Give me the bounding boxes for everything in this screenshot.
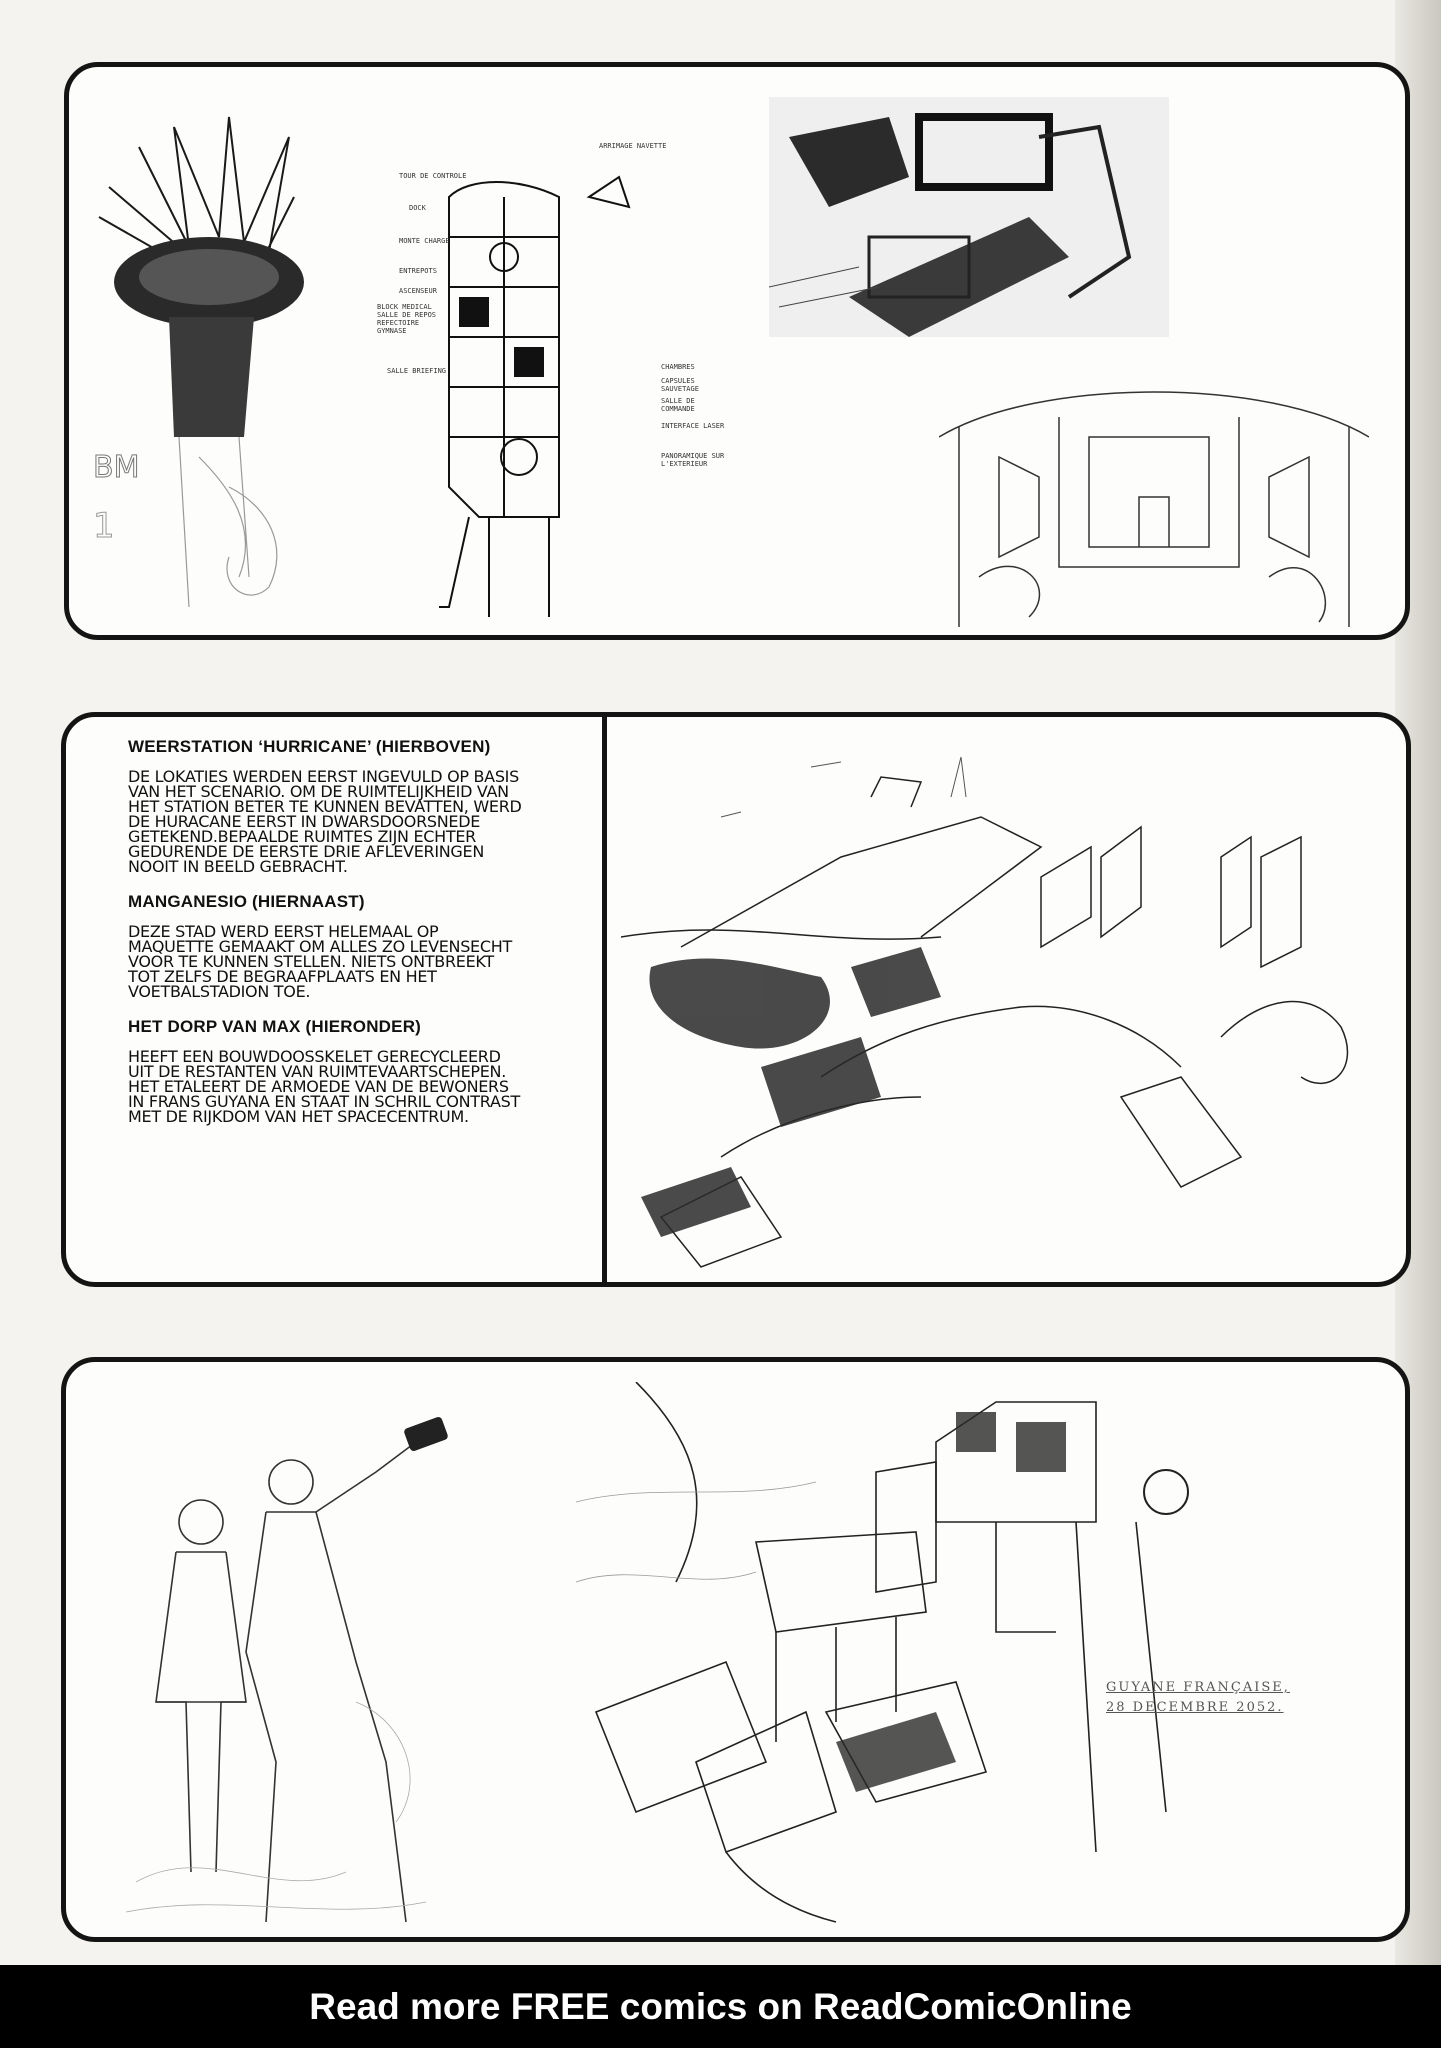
panel-divider [602, 717, 607, 1282]
label-command-room: SALLE DE COMMANDE [661, 397, 695, 413]
section-body-manganesio: DEZE STAD WERD EERST HELEMAAL OP MAQUETT… [128, 922, 512, 1001]
svg-text:BM: BM [93, 450, 139, 485]
max-village-sketch [576, 1382, 1376, 1932]
label-freight-lift: MONTE CHARGE [399, 237, 450, 245]
handwritten-place: GUYANE FRANÇAISE, [1106, 1680, 1290, 1695]
panel-max-village: GUYANE FRANÇAISE, 28 DECEMBRE 2052. [61, 1357, 1410, 1942]
text-column: WEERSTATION ‘HURRICANE’ (HIERBOVEN) DE L… [66, 717, 602, 1282]
hangar-sketch [769, 97, 1169, 337]
label-briefing-room: SALLE BRIEFING [387, 367, 447, 375]
panel-weather-station: BM 1 TOUR DE CONTROLE DOCK MONTE CHARGE … [64, 62, 1410, 640]
station-cutaway-diagram [409, 137, 649, 617]
label-laser-interface: INTERFACE LASER [661, 422, 725, 430]
promo-banner[interactable]: Read more FREE comics on ReadComicOnline [0, 1965, 1441, 2048]
label-dock: DOCK [409, 204, 426, 212]
handwritten-date: 28 DECEMBRE 2052. [1106, 1700, 1284, 1715]
panel-text-and-city: WEERSTATION ‘HURRICANE’ (HIERBOVEN) DE L… [61, 712, 1411, 1287]
section-body-hurricane: DE LOKATIES WERDEN EERST INGEVULD OP BAS… [128, 767, 522, 876]
section-body-max-village: HEEFT EEN BOUWDOOSSKELET GERECYCLEERD UI… [128, 1047, 520, 1126]
svg-text:1: 1 [93, 506, 115, 546]
label-panoramic: PANORAMIQUE SUR L'EXTERIEUR [661, 452, 725, 468]
label-control-tower: TOUR DE CONTROLE [399, 172, 467, 180]
manganesio-city-sketch [621, 737, 1401, 1277]
hurricane-station-sketch [79, 107, 329, 627]
bm-logo: BM 1 [89, 437, 149, 557]
control-room-sketch [939, 377, 1369, 627]
label-shuttle-mooring: ARRIMAGE NAVETTE [599, 142, 667, 150]
label-rooms: CHAMBRES [661, 363, 695, 371]
section-title-manganesio: MANGANESIO (HIERNAAST) [128, 892, 365, 911]
characters-sketch [126, 1402, 506, 1932]
label-warehouses: ENTREPOTS [399, 267, 437, 275]
label-rescue-capsules: CAPSULES SAUVETAGE [661, 377, 699, 393]
section-title-max-village: HET DORP VAN MAX (HIERONDER) [128, 1017, 422, 1036]
label-elevator: ASCENSEUR [399, 287, 437, 295]
section-title-hurricane: WEERSTATION ‘HURRICANE’ (HIERBOVEN) [128, 737, 491, 756]
label-medical-block: BLOCK MEDICAL SALLE DE REPOS REFECTOIRE … [377, 303, 437, 335]
